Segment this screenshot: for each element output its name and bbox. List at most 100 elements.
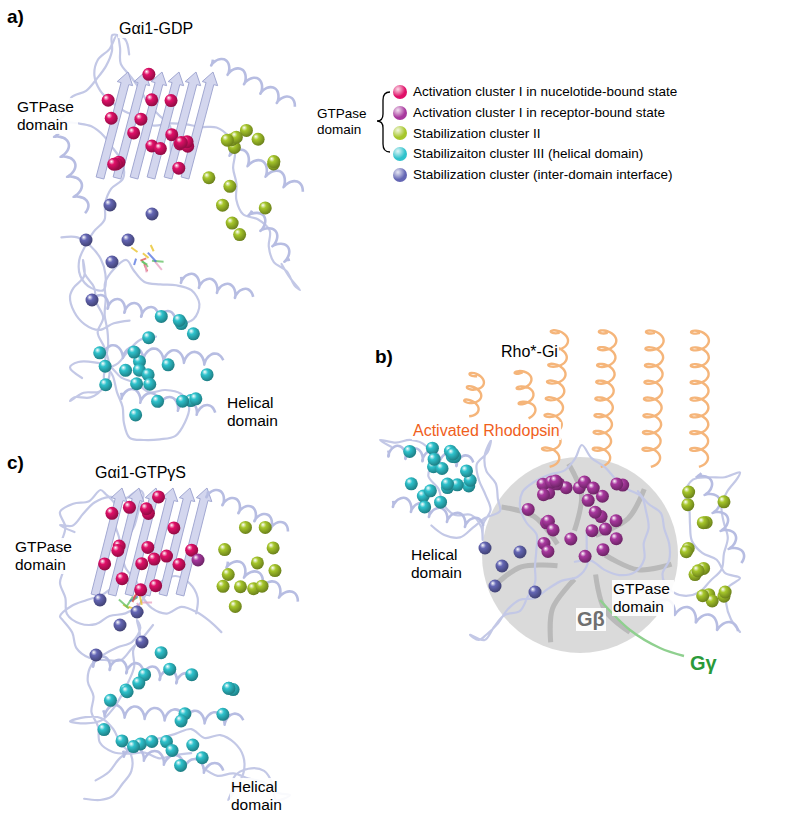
residue-sphere (692, 564, 705, 577)
residue-sphere (175, 136, 188, 149)
residue-sphere (610, 514, 623, 527)
nucleotide-stick (145, 264, 148, 272)
residue-sphere (217, 580, 230, 593)
legend-entry: Stabilization cluster (inter-domain inte… (393, 167, 673, 183)
residue-sphere (252, 133, 265, 146)
residue-sphere (141, 541, 154, 554)
nucleotide-stick (152, 261, 164, 262)
residue-sphere (496, 560, 509, 573)
residue-sphere (160, 550, 173, 563)
residue-sphere (105, 507, 118, 520)
residue-sphere (267, 155, 280, 168)
alpha-helix (690, 331, 709, 467)
panel-title: Rho*-Gi (500, 343, 559, 361)
ribbon-loop (70, 260, 199, 440)
alpha-helix (181, 274, 253, 298)
residue-sphere (130, 377, 143, 390)
residue-sphere (522, 503, 535, 516)
legend-entry: Activation cluster I in receptor-bound s… (393, 105, 665, 121)
residue-sphere (680, 545, 693, 558)
nucleotide-stick (119, 600, 129, 609)
residue-sphere (229, 600, 242, 613)
legend-entry: Stabilization cluster II (393, 126, 541, 142)
residue-sphere (239, 521, 252, 534)
alpha-helix (642, 331, 663, 467)
residue-sphere (134, 113, 147, 126)
alpha-helix (230, 150, 303, 192)
residue-sphere (148, 553, 161, 566)
alpha-helix (464, 373, 484, 416)
nucleotide-stick (140, 258, 146, 260)
residue-sphere (86, 294, 99, 307)
residue-sphere (579, 550, 592, 563)
residue-sphere (94, 594, 107, 607)
residue-sphere (128, 346, 141, 359)
panel-letter: b) (374, 346, 394, 368)
subunit-label: Gγ (689, 652, 718, 675)
legend-swatch (393, 106, 407, 120)
residue-sphere (218, 543, 231, 556)
ribbon-loop (380, 440, 500, 540)
residue-sphere (187, 327, 200, 340)
residue-sphere (90, 649, 103, 662)
residue-sphere (428, 453, 441, 466)
residue-sphere (136, 636, 149, 649)
ribbon-loop (70, 260, 156, 401)
residue-sphere (176, 395, 189, 408)
residue-sphere (111, 544, 124, 557)
alpha-helix (103, 705, 243, 725)
residue-sphere (537, 488, 550, 501)
residue-sphere (233, 228, 246, 241)
residue-sphere (172, 162, 185, 175)
beta-strand (176, 488, 212, 596)
residue-sphere (185, 668, 198, 681)
residue-sphere (223, 180, 236, 193)
residue-sphere (587, 482, 600, 495)
residue-sphere (216, 199, 229, 212)
residue-sphere (719, 585, 732, 598)
legend-entry: Activation cluster I in nucelotide-bound… (393, 84, 677, 100)
legend-swatch (393, 147, 407, 161)
residue-sphere (256, 580, 269, 593)
residue-sphere (403, 445, 416, 458)
residue-sphere (514, 546, 527, 559)
residue-sphere (149, 579, 162, 592)
residue-sphere (681, 498, 694, 511)
residue-sphere (123, 501, 136, 514)
residue-sphere (106, 256, 119, 269)
residue-sphere (268, 564, 281, 577)
domain-label: Helical domain (226, 394, 288, 430)
residue-sphere (166, 744, 179, 757)
residue-spheres (80, 68, 732, 772)
residue-sphere (582, 494, 595, 507)
residue-sphere (460, 464, 473, 477)
residue-sphere (116, 734, 129, 747)
residue-sphere (541, 545, 554, 558)
legend-text: Stabilizaiton cluster III (helical domai… (413, 146, 643, 162)
residue-sphere (610, 532, 623, 545)
alpha-helix (515, 371, 536, 418)
subunit-label: Gβ (576, 608, 606, 631)
residue-sphere (152, 490, 165, 503)
residue-sphere (122, 234, 135, 247)
residue-sphere (127, 126, 140, 139)
residue-sphere (102, 94, 115, 107)
residue-sphere (717, 495, 730, 508)
nucleotide-stick (143, 253, 149, 258)
residue-sphere (121, 685, 134, 698)
residue-sphere (134, 583, 147, 596)
domain-label: Helical domain (410, 546, 472, 582)
nucleotide-stick (142, 601, 152, 603)
residue-sphere (97, 723, 110, 736)
nucleotide-stick (151, 245, 154, 251)
residue-sphere (104, 694, 117, 707)
residue-sphere (99, 360, 112, 373)
residue-sphere (424, 484, 437, 497)
residue-sphere (599, 523, 612, 536)
residue-sphere (145, 735, 158, 748)
alpha-helix (101, 345, 223, 364)
nucleotide-stick (142, 262, 147, 265)
alpha-helix (248, 211, 290, 262)
residue-sphere (132, 677, 145, 690)
residue-sphere (696, 589, 709, 602)
